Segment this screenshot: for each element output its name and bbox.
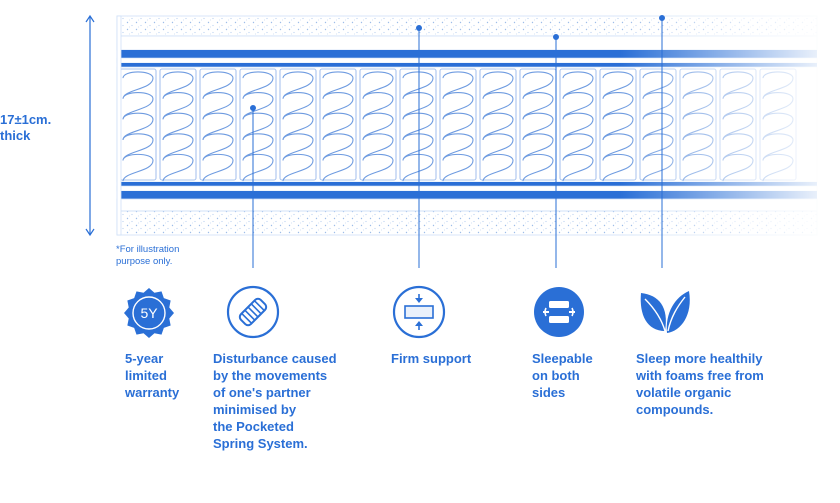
feature-healthy-foams: Sleep more healthily with foams free fro… xyxy=(636,350,764,418)
pocket-spring xyxy=(479,68,517,182)
callout-lines xyxy=(250,15,665,268)
thickness-unit: thick xyxy=(0,128,31,143)
feature-text-line: Sleepable xyxy=(532,351,593,366)
feature-warranty: 5-year limited warranty xyxy=(125,350,179,401)
feature-firm-support: Firm support xyxy=(391,350,471,367)
feature-text-line: Firm support xyxy=(391,351,472,366)
feature-text-line: volatile organic xyxy=(636,385,732,400)
pocket-spring xyxy=(199,68,237,182)
feature-text-line: Spring System. xyxy=(213,436,308,451)
pocket-spring xyxy=(399,68,437,182)
pocket-spring xyxy=(319,68,357,182)
feature-text-line: limited xyxy=(125,368,167,383)
firm-support-icon xyxy=(392,285,446,339)
feature-both-sides: Sleepable on both sides xyxy=(532,350,593,401)
illustration-note: *For illustration purpose only. xyxy=(116,244,226,268)
double-sided-mattress-icon xyxy=(534,287,584,337)
note-line-1: *For illustration xyxy=(116,244,180,255)
feature-text-line: on both xyxy=(532,368,580,383)
thickness-label: 17±1cm. thick xyxy=(0,112,70,144)
feature-text-line: of one's partner xyxy=(213,385,311,400)
feature-text-line: by the movements xyxy=(213,368,328,383)
mattress-cross-section xyxy=(116,10,840,240)
note-line-2: purpose only. xyxy=(116,256,173,267)
feature-pocket-spring: Disturbance caused by the movements of o… xyxy=(213,350,337,452)
feature-text-line: Sleep more healthily xyxy=(636,351,763,366)
leaf-icon xyxy=(640,291,690,333)
feature-text-line: the Pocketed xyxy=(213,419,294,434)
feature-text-line: warranty xyxy=(125,385,180,400)
feature-text-line: with foams free from xyxy=(636,368,764,383)
feature-text-line: sides xyxy=(532,385,566,400)
feature-text-line: compounds. xyxy=(636,402,714,417)
thickness-value: 17±1cm. xyxy=(0,112,52,127)
pocket-spring xyxy=(239,68,277,182)
pocket-spring xyxy=(439,68,477,182)
warranty-badge-icon: 5Y xyxy=(124,288,174,338)
feature-text-line: Disturbance caused xyxy=(213,351,337,366)
pocket-spring xyxy=(559,68,597,182)
pocket-spring xyxy=(159,68,197,182)
pocket-spring-icon xyxy=(226,285,280,339)
pocket-spring xyxy=(359,68,397,182)
thickness-arrow xyxy=(85,14,95,237)
feature-text-line: minimised by xyxy=(213,402,297,417)
feature-text-line: 5-year xyxy=(125,351,164,366)
pocket-spring xyxy=(279,68,317,182)
badge-text: 5Y xyxy=(140,305,158,321)
